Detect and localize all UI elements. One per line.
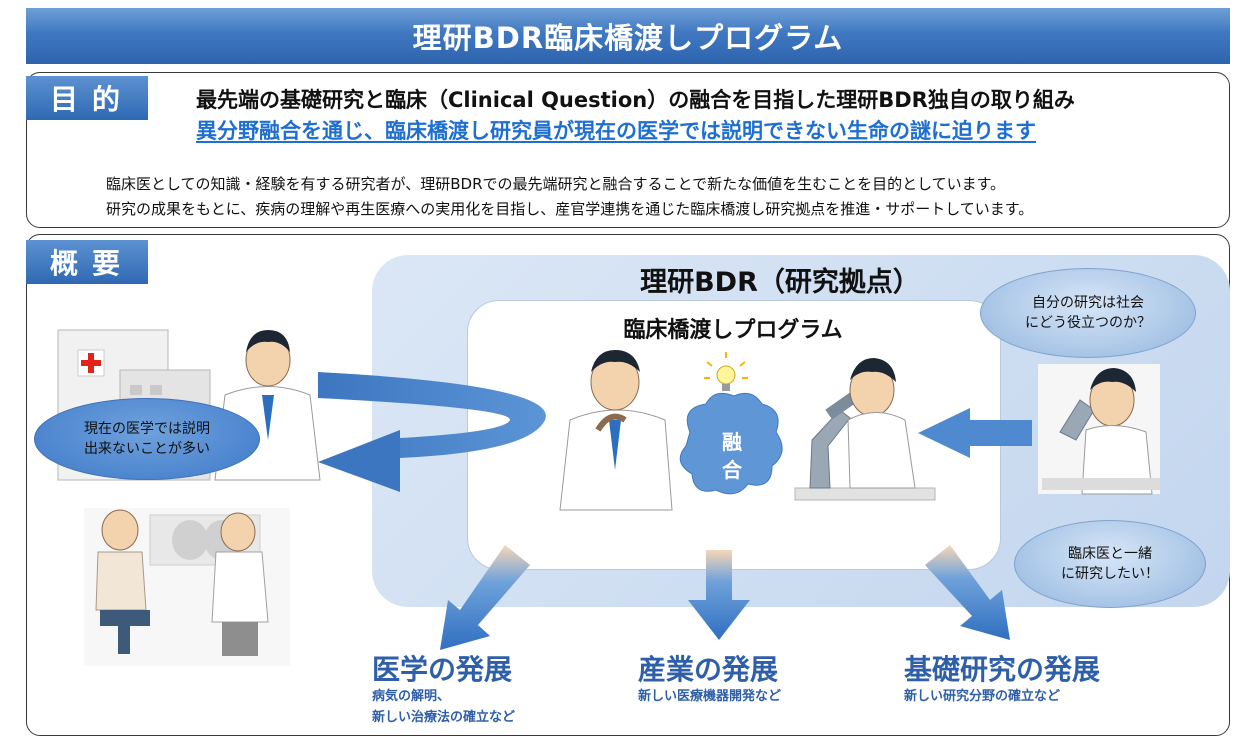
researcher-right-icon <box>1038 364 1160 495</box>
arrow-left-icon <box>918 408 1032 458</box>
outcome-basic-research-detail: 新しい研究分野の確立など <box>904 689 1061 704</box>
bubble-medicine-unexplained: 現在の医学では説明 出来ないことが多い <box>34 398 260 480</box>
outcome-industry-detail: 新しい医療機器開発など <box>638 689 782 704</box>
lightbulb-icon <box>704 352 748 391</box>
program-title: 臨床橋渡しプログラム <box>623 318 843 343</box>
outcome-basic-research-title: 基礎研究の発展 <box>904 653 1101 686</box>
purpose-description-line-2: 研究の成果をもとに、疾病の理解や再生医療への実用化を目指し、産官学連携を通じた臨… <box>106 200 1034 218</box>
fusion-cloud-icon <box>679 392 783 495</box>
overview-label: 概要 <box>26 240 148 284</box>
outcome-industry-title: 産業の発展 <box>638 653 779 686</box>
researcher-microscope-icon <box>794 358 936 501</box>
page-title: 理研BDR臨床橋渡しプログラム <box>412 21 844 55</box>
title-banner: 理研BDR臨床橋渡しプログラム <box>26 8 1230 64</box>
thinking-doctor-icon <box>559 350 673 511</box>
consultation-scene-icon <box>84 508 290 666</box>
purpose-panel <box>26 72 1230 228</box>
purpose-subheading: 異分野融合を通じ、臨床橋渡し研究員が現在の医学では説明できない生命の謎に迫ります <box>196 119 1036 143</box>
riken-bdr-title: 理研BDR（研究拠点） <box>640 267 920 298</box>
purpose-description-line-1: 臨床医としての知識・経験を有する研究者が、理研BDRでの最先端研究と融合すること… <box>106 175 1006 193</box>
outcome-medical-title: 医学の発展 <box>372 653 513 686</box>
purpose-label: 目的 <box>26 76 148 120</box>
arrow-industry-icon <box>688 550 750 640</box>
bubble-research-contribution: 自分の研究は社会 にどう役立つのか？ <box>980 268 1196 358</box>
arrow-medical-icon <box>440 545 530 650</box>
loop-arrow-icon <box>318 372 546 492</box>
outcome-medical-detail: 病気の解明、 新しい治療法の確立など <box>372 689 516 725</box>
fusion-label: 融 合 <box>722 430 742 482</box>
purpose-heading: 最先端の基礎研究と臨床（Clinical Question）の融合を目指した理研… <box>196 88 1075 112</box>
arrow-basic-research-icon <box>925 545 1010 640</box>
bubble-research-with-clinicians: 臨床医と一緒 に研究したい！ <box>1014 520 1206 608</box>
